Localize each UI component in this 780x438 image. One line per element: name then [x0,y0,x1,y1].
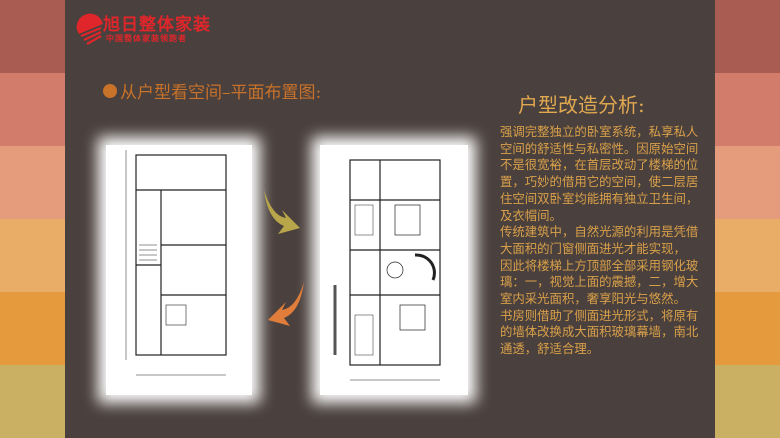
bullet-icon [103,84,117,98]
stripe [0,365,65,438]
stripe [715,73,780,146]
logo-subtitle: 中国整体家装领跑者 [106,34,187,43]
stripe [0,219,65,292]
stripe [715,292,780,365]
arrow-down-right-icon [264,190,300,234]
logo-title: 旭日整体家装 [103,15,211,35]
analysis-heading: 户型改造分析: [518,93,645,117]
stripe [0,146,65,219]
stripe [715,219,780,292]
stripe [0,0,65,73]
stripe [715,146,780,219]
logo-sun-icon [76,13,103,45]
original-floor-plan [106,145,252,395]
analysis-text: 强调完整独立的卧室系统，私享私人空间的舒适性与私密性。因原始空间不是很宽裕，在首… [500,124,699,357]
section-subtitle: 从户型看空间–平面布置图: [120,83,322,103]
stripe [715,365,780,438]
renovated-floor-plan [320,145,468,395]
stripe [0,292,65,365]
stripe [715,0,780,73]
stripe [0,73,65,146]
arrow-down-left-icon [268,282,304,326]
